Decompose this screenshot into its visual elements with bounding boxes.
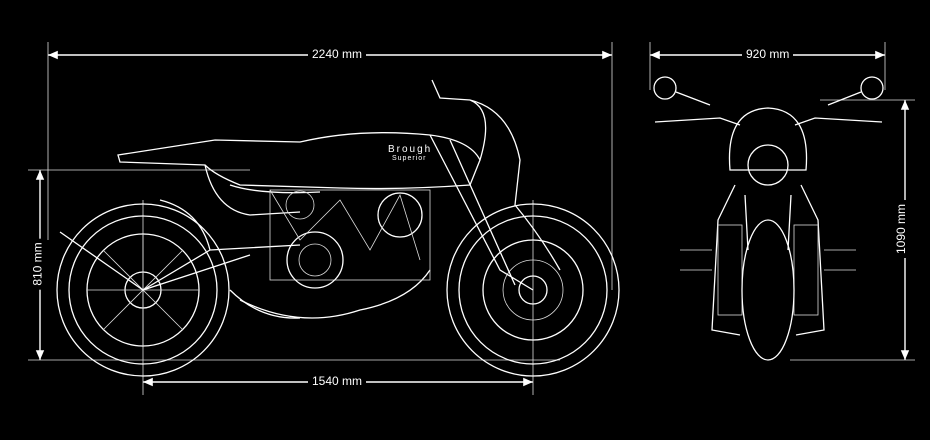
seat-height-label: 810 mm — [30, 238, 45, 290]
wheelbase-label: 1540 mm — [308, 374, 367, 388]
headlight — [747, 144, 789, 186]
left-mirror — [653, 76, 677, 100]
side-view: Brough Superior — [56, 79, 620, 377]
svg-text:Brough: Brough — [388, 144, 432, 155]
fairing — [728, 107, 808, 171]
overall-length-label: 2240 mm — [308, 47, 367, 61]
height-label: 1090 mm — [894, 199, 909, 259]
width-label: 920 mm — [742, 47, 794, 61]
brough-superior-logo: Brough Superior — [388, 144, 432, 162]
svg-text:Superior: Superior — [392, 155, 426, 162]
front-wheel — [446, 203, 620, 377]
front-view — [653, 76, 884, 361]
right-mirror — [860, 76, 884, 100]
bodywork — [59, 79, 561, 319]
front-tire — [741, 219, 795, 361]
